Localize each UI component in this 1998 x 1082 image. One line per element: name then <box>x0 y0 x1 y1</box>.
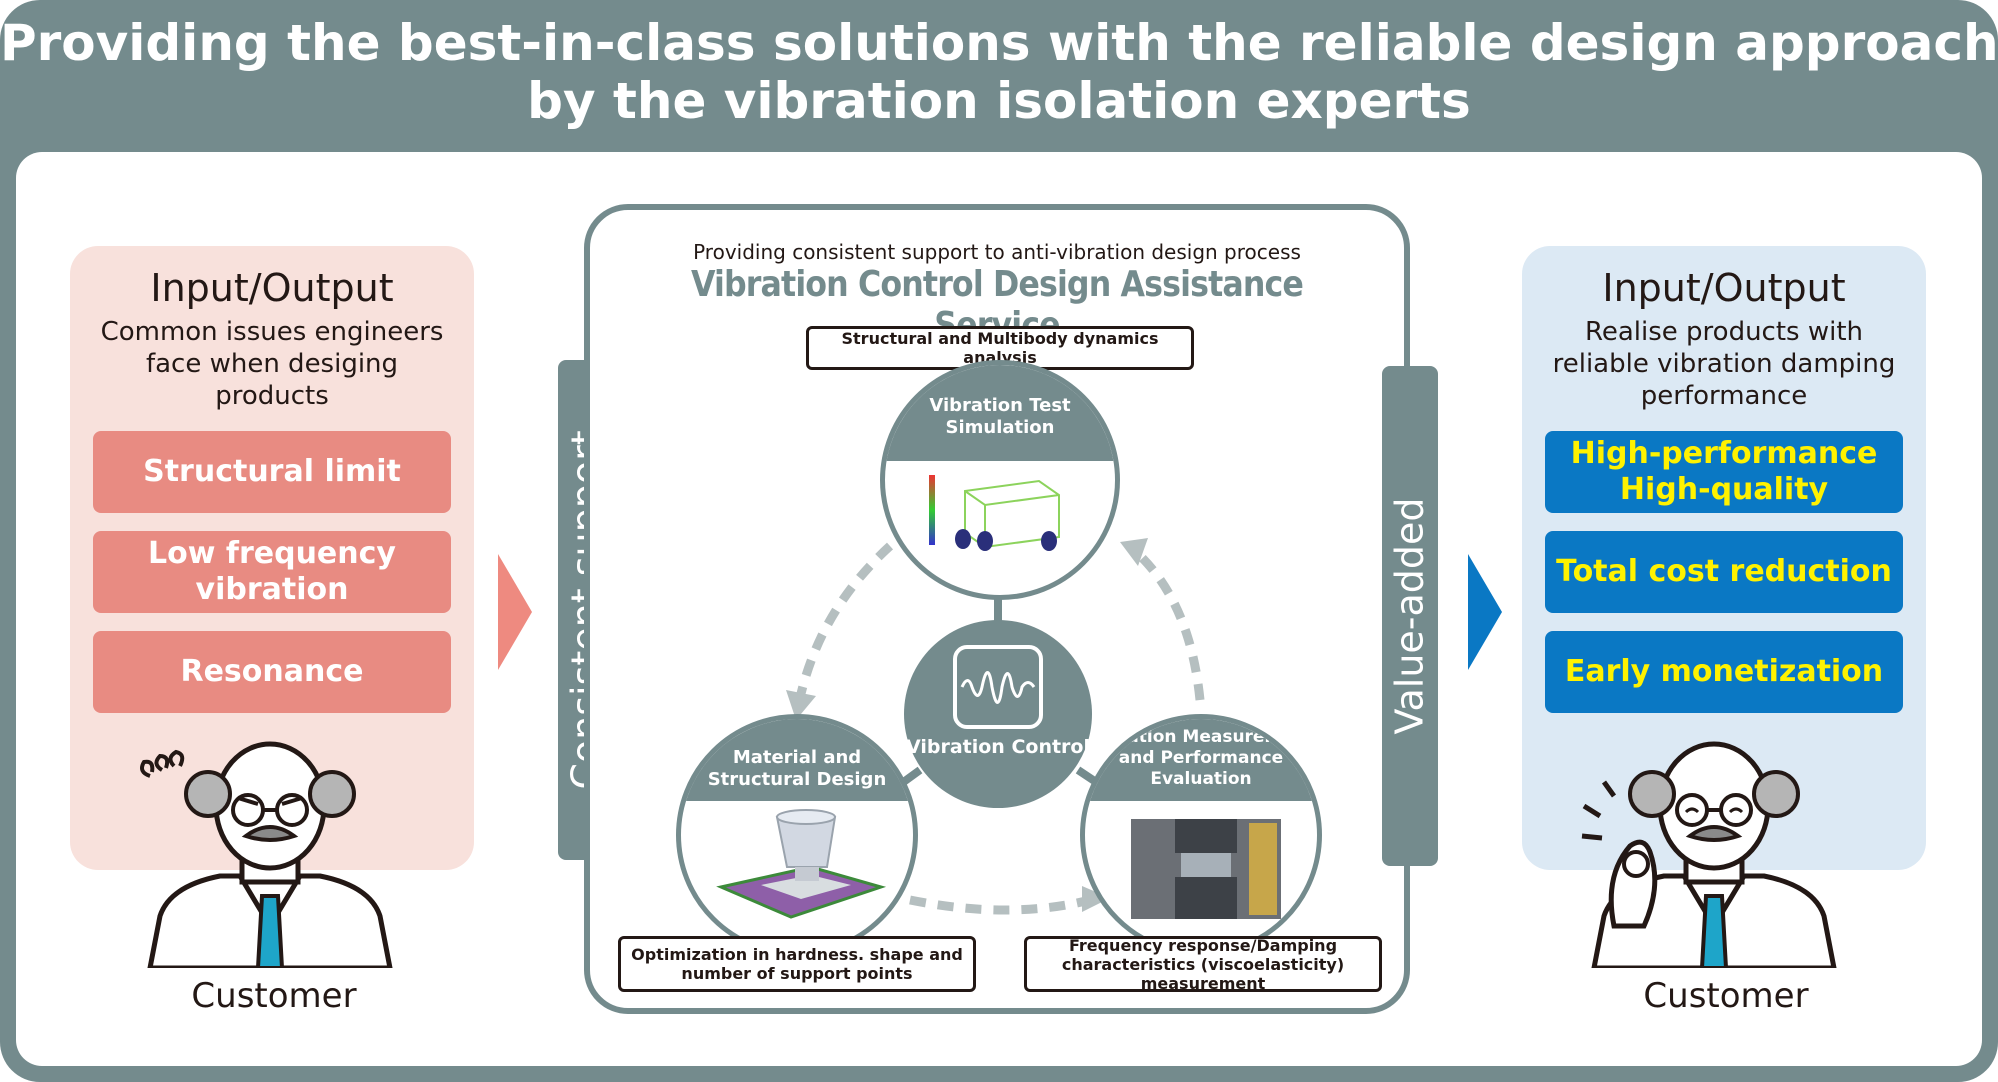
issue-resonance: Resonance <box>93 631 451 713</box>
worried-customer-icon <box>140 741 393 968</box>
page-title-line-2: by the vibration isolation experts <box>527 72 1471 130</box>
right-panel-title: Input/Output <box>1602 266 1846 310</box>
optimization-label: Optimization in hardness. shape and numb… <box>618 936 976 992</box>
circle-material-structural-design: Material and Structural Design <box>676 714 918 956</box>
left-panel-description: Common issues engineers face when desigi… <box>100 317 444 411</box>
left-panel-title: Input/Output <box>150 266 394 310</box>
value-added-bar: Value-added <box>1382 366 1438 866</box>
circle-right-title: Vibration Measurement and Performance Ev… <box>1085 719 1317 801</box>
cycle-arrows <box>786 538 1205 915</box>
frequency-response-label: Frequency response/Damping characteristi… <box>1024 936 1382 993</box>
circle-top-title: Vibration Test Simulation <box>885 365 1115 461</box>
issue-structural-limit: Structural limit <box>93 431 451 513</box>
waveform-icon <box>953 645 1043 729</box>
benefit-total-cost-reduction: Total cost reduction <box>1545 531 1903 613</box>
right-panel: Input/Output Realise products with relia… <box>1522 246 1926 870</box>
right-panel-description: Realise products with reliable vibration… <box>1552 317 1896 411</box>
simulation-image <box>929 475 1060 551</box>
circle-left-title: Material and Structural Design <box>681 719 913 801</box>
right-customer-label: Customer <box>1643 976 1809 1016</box>
vibration-control-core: Vibration Control <box>904 620 1092 808</box>
left-customer-label: Customer <box>191 976 357 1016</box>
benefit-early-monetization: Early monetization <box>1545 631 1903 713</box>
left-panel: Input/Output Common issues engineers fac… <box>70 246 474 870</box>
output-arrow <box>1468 554 1502 670</box>
benefit-high-performance: High-performance High-quality <box>1545 431 1903 513</box>
structural-design-image <box>716 809 887 919</box>
measurement-image <box>1131 819 1281 919</box>
happy-customer-icon <box>1581 741 1837 968</box>
page-title-line-1: Providing the best-in-class solutions wi… <box>0 14 1998 72</box>
input-arrow <box>498 554 532 670</box>
circle-measurement-evaluation: Vibration Measurement and Performance Ev… <box>1080 714 1322 956</box>
service-subtitle: Providing consistent support to anti-vib… <box>693 240 1301 264</box>
circle-vibration-test-simulation: Vibration Test Simulation <box>880 360 1120 600</box>
issue-low-frequency-vibration: Low frequency vibration <box>93 531 451 613</box>
page-title: Providing the best-in-class solutions wi… <box>0 14 1998 130</box>
core-label: Vibration Control <box>905 736 1090 758</box>
value-added-label: Value-added <box>1388 497 1432 735</box>
